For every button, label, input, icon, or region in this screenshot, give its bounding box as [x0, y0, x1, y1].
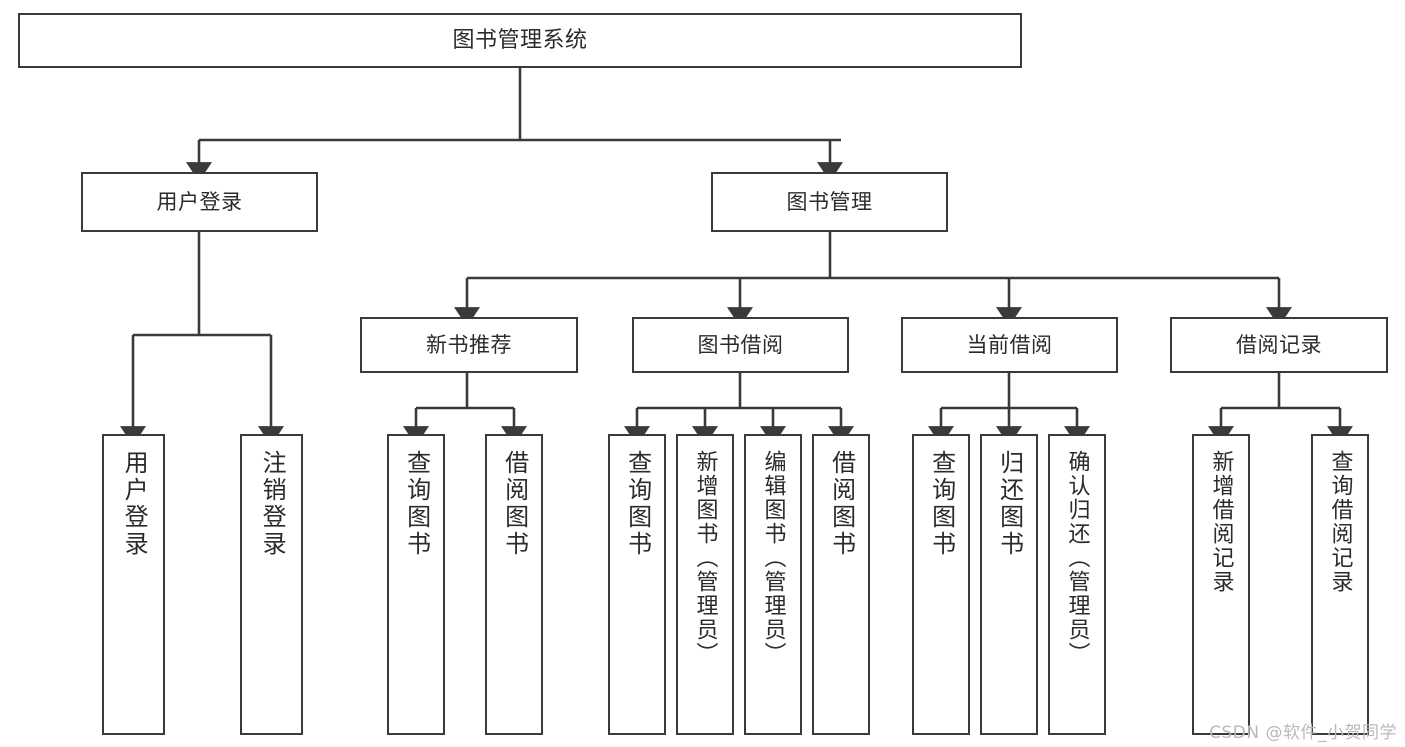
node-book-borrow-label: 图书借阅	[697, 332, 784, 357]
node-user-login[interactable]: 用户登录	[81, 172, 318, 232]
leaf-borrow-record-add-label: 新增借阅记录	[1208, 450, 1234, 594]
node-current-borrow[interactable]: 当前借阅	[901, 317, 1118, 373]
leaf-user-login-signout[interactable]: 注销登录	[240, 434, 303, 735]
leaf-current-borrow-query[interactable]: 查询图书	[912, 434, 970, 735]
node-new-book-recommend[interactable]: 新书推荐	[360, 317, 578, 373]
leaf-current-borrow-confirm-label: 确认归还（管理员）	[1064, 450, 1090, 666]
node-borrow-record[interactable]: 借阅记录	[1170, 317, 1388, 373]
leaf-user-login-signin-label: 用户登录	[120, 450, 149, 558]
leaf-book-borrow-query-label: 查询图书	[623, 450, 652, 558]
node-current-borrow-label: 当前借阅	[966, 332, 1053, 357]
leaf-book-borrow-borrow-label: 借阅图书	[827, 450, 856, 558]
node-root[interactable]: 图书管理系统	[18, 13, 1022, 68]
node-user-login-label: 用户登录	[156, 189, 243, 214]
leaf-user-login-signin[interactable]: 用户登录	[102, 434, 165, 735]
node-book-management-label: 图书管理	[786, 189, 873, 214]
leaf-book-borrow-add-label: 新增图书（管理员）	[692, 450, 718, 666]
leaf-new-book-query-label: 查询图书	[402, 450, 431, 558]
node-borrow-record-label: 借阅记录	[1236, 332, 1322, 357]
leaf-book-borrow-borrow[interactable]: 借阅图书	[812, 434, 870, 735]
node-book-management[interactable]: 图书管理	[711, 172, 948, 232]
leaf-current-borrow-return[interactable]: 归还图书	[980, 434, 1038, 735]
watermark-credit: CSDN @软件_小贺同学	[1209, 723, 1397, 743]
leaf-book-borrow-query[interactable]: 查询图书	[608, 434, 666, 735]
leaf-current-borrow-confirm[interactable]: 确认归还（管理员）	[1048, 434, 1106, 735]
leaf-borrow-record-query-label: 查询借阅记录	[1327, 450, 1353, 594]
leaf-borrow-record-query[interactable]: 查询借阅记录	[1311, 434, 1369, 735]
leaf-borrow-record-add[interactable]: 新增借阅记录	[1192, 434, 1250, 735]
leaf-user-login-signout-label: 注销登录	[258, 450, 287, 558]
node-new-book-recommend-label: 新书推荐	[426, 332, 512, 357]
leaf-new-book-query[interactable]: 查询图书	[387, 434, 445, 735]
node-book-borrow[interactable]: 图书借阅	[632, 317, 849, 373]
node-root-label: 图书管理系统	[452, 27, 588, 53]
leaf-book-borrow-edit[interactable]: 编辑图书（管理员）	[744, 434, 802, 735]
leaf-current-borrow-query-label: 查询图书	[927, 450, 956, 558]
leaf-current-borrow-return-label: 归还图书	[995, 450, 1024, 558]
leaf-new-book-borrow[interactable]: 借阅图书	[485, 434, 543, 735]
leaf-book-borrow-edit-label: 编辑图书（管理员）	[760, 450, 786, 666]
leaf-book-borrow-add[interactable]: 新增图书（管理员）	[676, 434, 734, 735]
leaf-new-book-borrow-label: 借阅图书	[500, 450, 529, 558]
